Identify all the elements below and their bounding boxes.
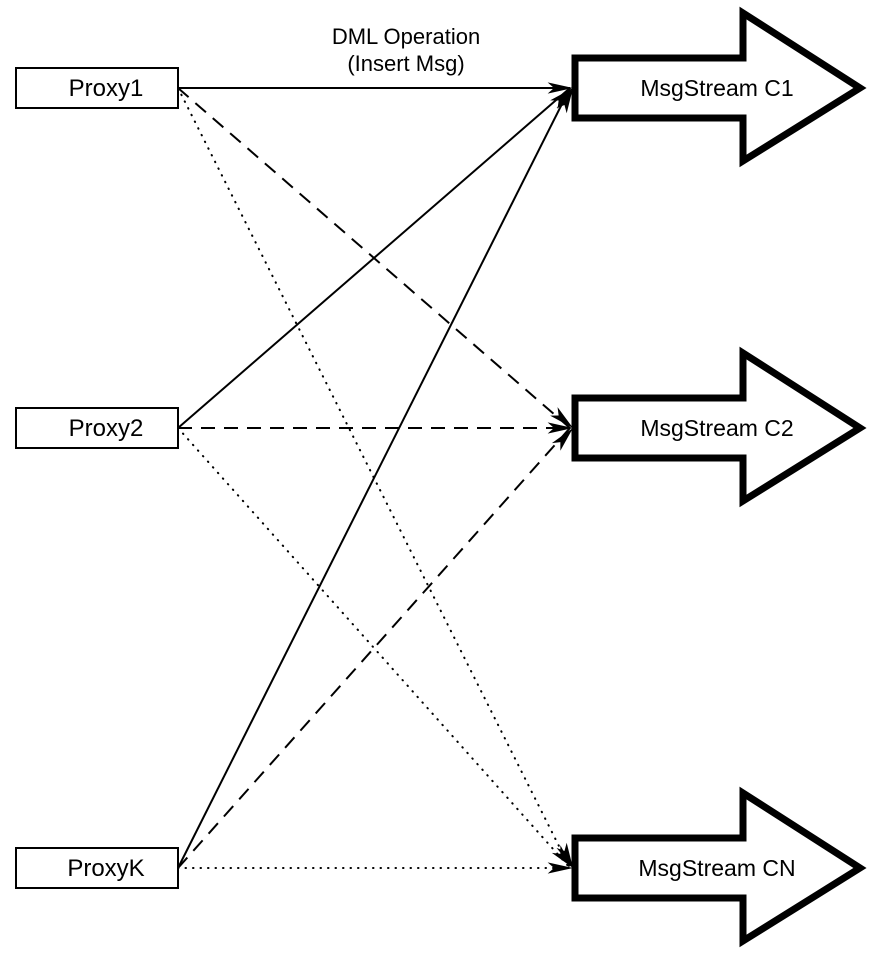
stream-label-cn: MsgStream CN: [638, 855, 795, 881]
arrowhead-group-stream-c1: [547, 82, 573, 114]
stream-arrow-shape-c2[interactable]: [571, 346, 867, 508]
stream-arrow-shape-cn[interactable]: [571, 786, 867, 948]
arrowhead-icon: [556, 88, 573, 114]
proxy-label-proxy2: Proxy2: [69, 415, 144, 442]
proxy-node-proxy2[interactable]: Proxy2: [15, 407, 179, 449]
proxy-label-proxy1: Proxy1: [69, 75, 144, 102]
edge-proxy2-to-stream-cn[interactable]: [177, 427, 571, 869]
proxy-node-proxy1[interactable]: Proxy1: [15, 67, 179, 109]
stream-label-c1: MsgStream C1: [640, 75, 793, 101]
stream-node-stream-cn[interactable]: MsgStream CN: [571, 786, 867, 948]
arrowhead-icon: [547, 862, 573, 874]
edge-caption-dml-operation: DML Operation (Insert Msg): [332, 24, 480, 76]
arrowhead-icon: [547, 82, 573, 94]
arrowhead-group-stream-c2: [547, 407, 573, 451]
edge-caption-line-2: (Insert Msg): [347, 51, 464, 76]
edge-layer: [177, 87, 571, 869]
stream-node-stream-c2[interactable]: MsgStream C2: [571, 346, 867, 508]
proxy-label-proxyk: ProxyK: [67, 855, 144, 882]
arrowhead-icon: [551, 428, 573, 451]
proxy-box-proxy2[interactable]: [15, 407, 179, 449]
edge-proxy2-to-stream-c1[interactable]: [177, 87, 571, 429]
arrowhead-icon: [547, 422, 573, 434]
proxy-box-proxy1[interactable]: [15, 67, 179, 109]
edge-proxyk-to-stream-c2[interactable]: [177, 427, 571, 869]
edge-proxyk-to-stream-c1[interactable]: [177, 87, 571, 869]
stream-node-stream-c1[interactable]: MsgStream C1: [571, 6, 867, 168]
stream-arrow-shape-c1[interactable]: [571, 6, 867, 168]
stream-layer: MsgStream C1 MsgStream C2 MsgStream CN: [571, 6, 867, 948]
arrowhead-group-stream-cn: [547, 842, 573, 874]
proxy-box-proxyk[interactable]: [15, 847, 179, 889]
proxy-layer: Proxy1 Proxy2 ProxyK: [15, 67, 179, 889]
arrowhead-layer: [547, 82, 573, 874]
edge-caption-line-1: DML Operation: [332, 24, 480, 49]
arrowhead-icon: [550, 407, 573, 428]
proxy-node-proxyk[interactable]: ProxyK: [15, 847, 179, 889]
arrowhead-icon: [550, 88, 573, 109]
arrowhead-icon: [551, 845, 573, 868]
stream-label-c2: MsgStream C2: [640, 415, 793, 441]
